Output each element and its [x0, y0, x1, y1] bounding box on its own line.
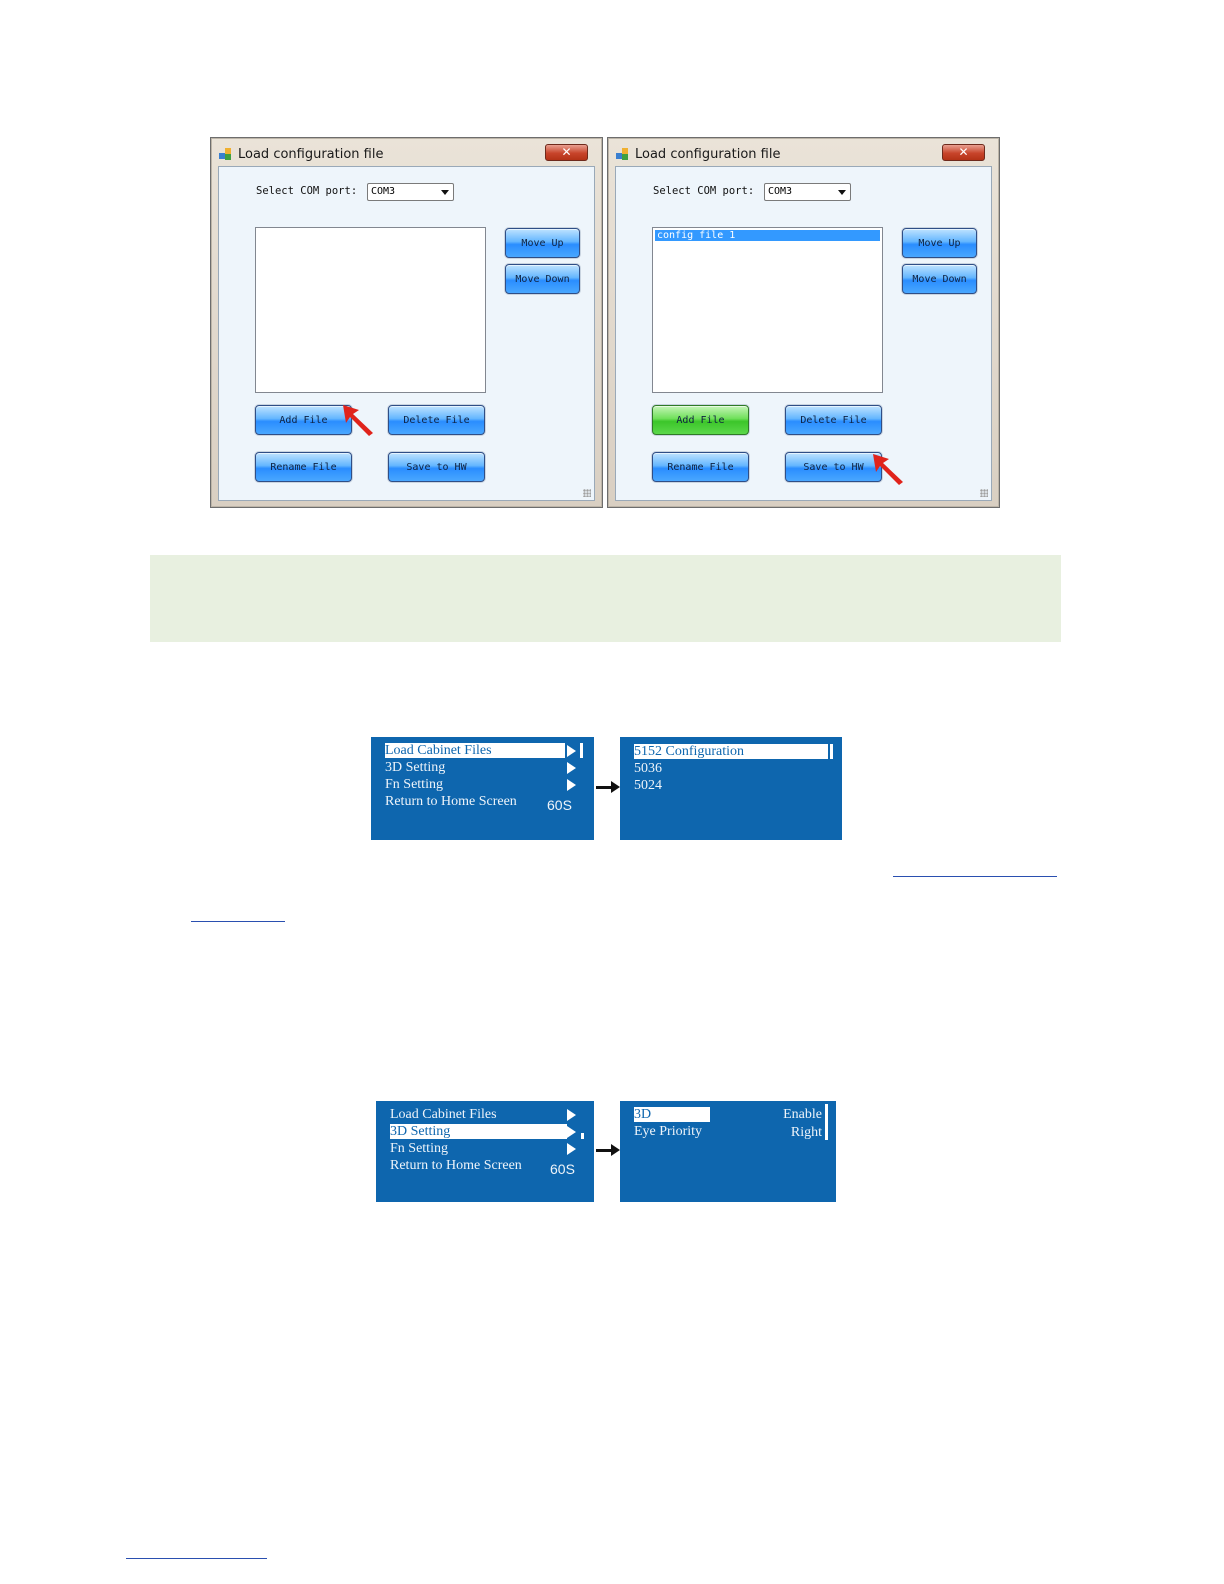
setting-3d-value: Enable	[783, 1107, 822, 1122]
menu-item-fn-setting[interactable]: Fn Setting	[385, 777, 443, 792]
menu-item-return-home[interactable]: Return to Home Screen	[385, 794, 517, 809]
lcd-submenu-cabinet-files: 5152 Configuration 5036 5024	[620, 737, 842, 840]
menu-item-load-cabinet-files[interactable]: Load Cabinet Files	[390, 1107, 497, 1122]
menu-arrow-icon	[567, 1143, 576, 1155]
com-port-select[interactable]: COM3	[367, 183, 454, 201]
scrollbar-thumb	[580, 743, 583, 758]
add-file-button[interactable]: Add File	[652, 405, 749, 435]
submenu-item-5152[interactable]: 5152 Configuration	[634, 744, 828, 759]
menu-arrow-icon	[567, 1109, 576, 1121]
resize-grip[interactable]	[583, 489, 591, 497]
move-up-button[interactable]: Move Up	[505, 228, 580, 258]
com-port-select[interactable]: COM3	[764, 183, 851, 201]
hyperlink-underline[interactable]	[893, 876, 1057, 877]
setting-eye-priority-label[interactable]: Eye Priority	[634, 1124, 703, 1139]
list-item[interactable]: config file 1	[655, 230, 880, 241]
flow-arrow-icon	[596, 1144, 620, 1156]
dialog-load-config-with-file: Load configuration file ✕ Select COM por…	[607, 137, 1000, 508]
save-to-hw-button[interactable]: Save to HW	[388, 452, 485, 482]
dropdown-arrow-icon[interactable]	[441, 190, 449, 195]
red-pointer-arrow-icon	[343, 405, 373, 436]
lcd-main-menu-1: Load Cabinet Files 3D Setting Fn Setting…	[371, 737, 594, 840]
menu-arrow-icon	[567, 745, 576, 757]
dialog-load-config-empty: Load configuration file ✕ Select COM por…	[210, 137, 603, 508]
config-file-list[interactable]: config file 1	[652, 227, 883, 393]
menu-arrow-icon	[567, 762, 576, 774]
menu-item-load-cabinet-files[interactable]: Load Cabinet Files	[385, 743, 565, 758]
rename-file-button[interactable]: Rename File	[255, 452, 352, 482]
return-timeout-value: 60S	[550, 1161, 575, 1177]
hyperlink-underline[interactable]	[126, 1558, 267, 1559]
scrollbar-thumb	[830, 744, 833, 759]
move-up-button[interactable]: Move Up	[902, 228, 977, 258]
red-pointer-arrow-icon	[873, 454, 903, 485]
config-file-list[interactable]	[255, 227, 486, 393]
rename-file-button[interactable]: Rename File	[652, 452, 749, 482]
lcd-submenu-3d-setting: 3D Enable Eye Priority Right	[620, 1101, 836, 1202]
window-title: Load configuration file	[238, 146, 384, 162]
note-panel	[150, 555, 1061, 642]
com-port-label: Select COM port:	[256, 185, 358, 197]
save-to-hw-button[interactable]: Save to HW	[785, 452, 882, 482]
hyperlink-underline[interactable]	[191, 921, 285, 922]
menu-item-fn-setting[interactable]: Fn Setting	[390, 1141, 448, 1156]
move-down-button[interactable]: Move Down	[505, 264, 580, 294]
menu-item-3d-setting[interactable]: 3D Setting	[385, 760, 446, 775]
menu-item-return-home[interactable]: Return to Home Screen	[390, 1158, 522, 1173]
com-port-value: COM3	[768, 186, 793, 197]
flow-arrow-icon	[596, 781, 620, 793]
add-file-button[interactable]: Add File	[255, 405, 352, 435]
move-down-button[interactable]: Move Down	[902, 264, 977, 294]
close-icon[interactable]: ✕	[545, 144, 588, 161]
com-port-value: COM3	[371, 186, 396, 197]
title-bar: Load configuration file ✕	[616, 143, 991, 165]
title-bar: Load configuration file ✕	[219, 143, 594, 165]
setting-3d-label[interactable]: 3D	[634, 1107, 710, 1122]
setting-eye-priority-value: Right	[790, 1125, 822, 1140]
dropdown-arrow-icon[interactable]	[838, 190, 846, 195]
return-timeout-value: 60S	[547, 797, 572, 813]
dialog-body: Select COM port: COM3 Move Up Move Down …	[218, 166, 595, 501]
delete-file-button[interactable]: Delete File	[388, 405, 485, 435]
submenu-item-5036[interactable]: 5036	[634, 761, 662, 776]
menu-arrow-icon	[567, 1126, 576, 1138]
app-icon	[219, 147, 232, 161]
dialog-body: Select COM port: COM3 config file 1 Move…	[615, 166, 992, 501]
resize-grip[interactable]	[980, 489, 988, 497]
scrollbar-thumb	[581, 1133, 584, 1139]
lcd-main-menu-2: Load Cabinet Files 3D Setting Fn Setting…	[376, 1101, 594, 1202]
close-icon[interactable]: ✕	[942, 144, 985, 161]
window-title: Load configuration file	[635, 146, 781, 162]
menu-arrow-icon	[567, 779, 576, 791]
app-icon	[616, 147, 629, 161]
submenu-item-5024[interactable]: 5024	[634, 778, 662, 793]
scrollbar-thumb	[825, 1104, 828, 1140]
delete-file-button[interactable]: Delete File	[785, 405, 882, 435]
com-port-label: Select COM port:	[653, 185, 755, 197]
menu-item-3d-setting[interactable]: 3D Setting	[390, 1124, 567, 1139]
